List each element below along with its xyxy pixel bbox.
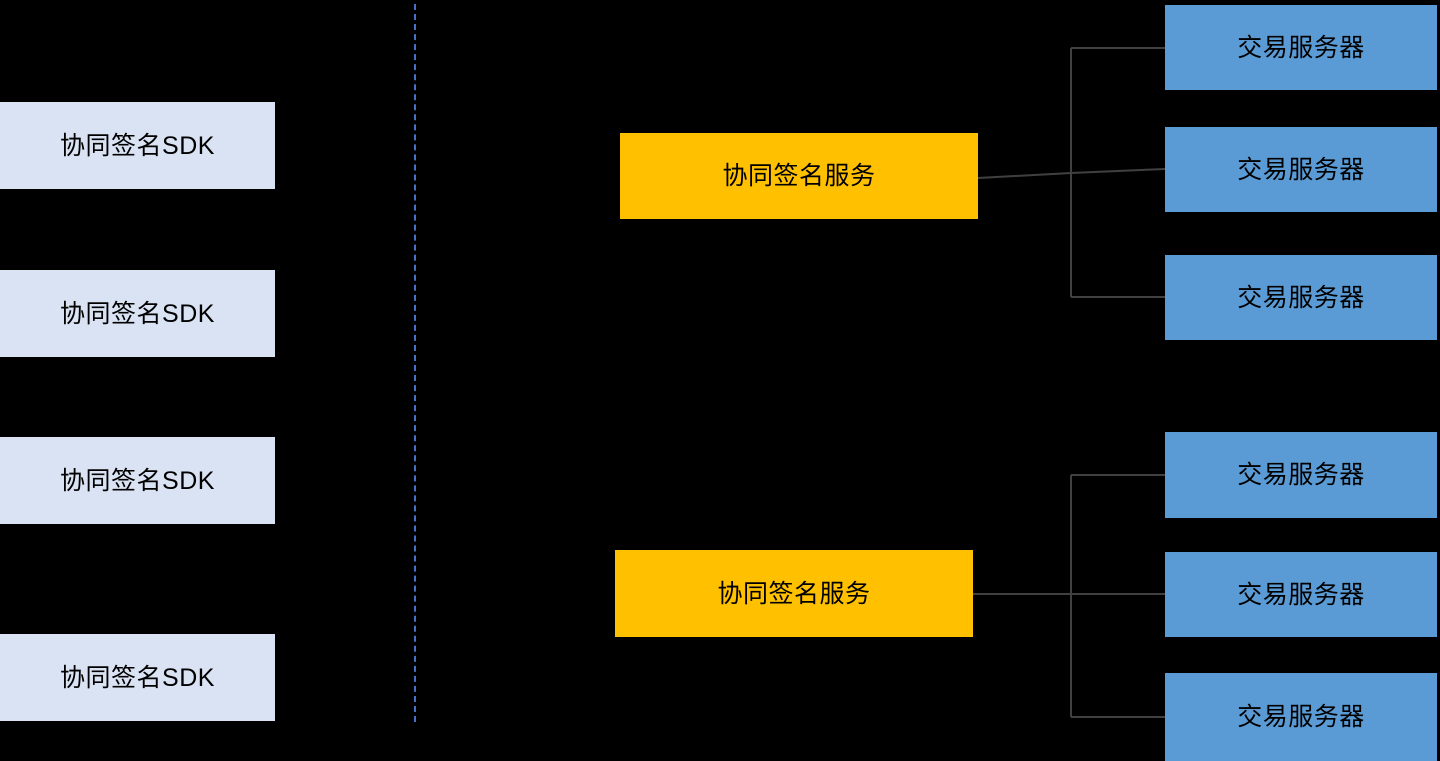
- node-sdk-3[interactable]: 协同签名SDK: [0, 437, 275, 524]
- node-transaction-server-5[interactable]: 交易服务器: [1165, 552, 1437, 637]
- node-signing-service-2[interactable]: 协同签名服务: [615, 550, 973, 637]
- node-sdk-4[interactable]: 协同签名SDK: [0, 634, 275, 721]
- node-sdk-2[interactable]: 协同签名SDK: [0, 270, 275, 357]
- node-transaction-server-4-label: 交易服务器: [1237, 461, 1365, 489]
- node-transaction-server-5-label: 交易服务器: [1237, 580, 1365, 609]
- node-transaction-server-3-label: 交易服务器: [1237, 283, 1365, 312]
- node-sdk-1-label: 协同签名SDK: [60, 131, 215, 160]
- node-transaction-server-6[interactable]: 交易服务器: [1165, 673, 1437, 761]
- node-signing-service-2-label: 协同签名服务: [717, 579, 871, 608]
- zone-divider-dashed-line: [414, 4, 416, 722]
- node-sdk-2-label: 协同签名SDK: [60, 299, 215, 328]
- node-sdk-3-label: 协同签名SDK: [60, 466, 215, 495]
- node-transaction-server-6-label: 交易服务器: [1237, 703, 1365, 731]
- node-transaction-server-1[interactable]: 交易服务器: [1165, 5, 1437, 90]
- node-transaction-server-2[interactable]: 交易服务器: [1165, 127, 1437, 212]
- node-transaction-server-2-label: 交易服务器: [1237, 155, 1365, 184]
- node-transaction-server-4[interactable]: 交易服务器: [1165, 432, 1437, 518]
- node-signing-service-1-label: 协同签名服务: [722, 162, 876, 190]
- node-transaction-server-1-label: 交易服务器: [1237, 33, 1365, 62]
- node-sdk-1[interactable]: 协同签名SDK: [0, 102, 275, 189]
- connector-upper-service-to-trunk: [977, 168, 1166, 179]
- node-transaction-server-3[interactable]: 交易服务器: [1165, 255, 1437, 340]
- node-signing-service-1[interactable]: 协同签名服务: [620, 133, 978, 219]
- node-sdk-4-label: 协同签名SDK: [60, 663, 215, 692]
